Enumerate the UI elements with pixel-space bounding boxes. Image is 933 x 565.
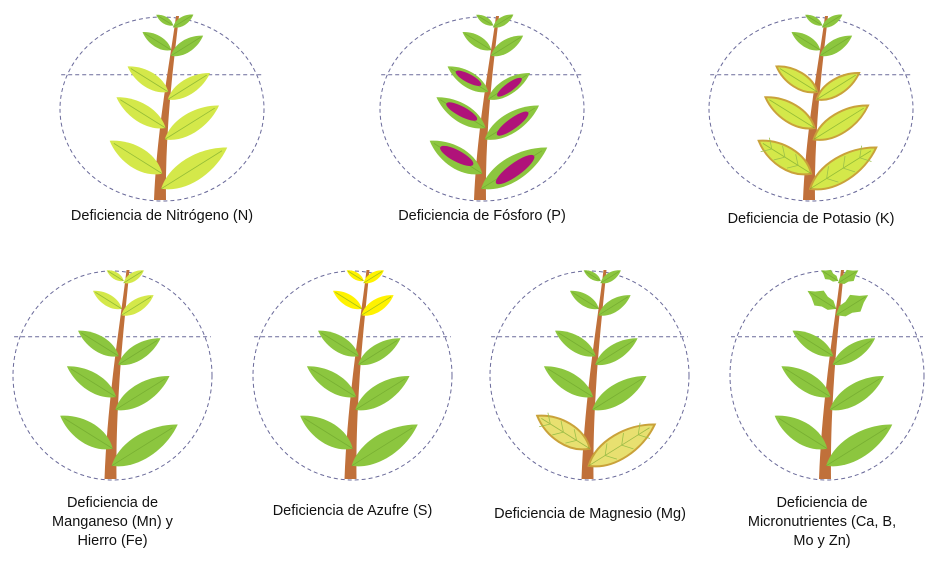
plant-illustration <box>57 14 267 204</box>
caption-nitrogen: Deficiencia de Nitrógeno (N) <box>27 207 297 226</box>
leaf <box>818 266 841 286</box>
plant-illustration <box>250 268 455 483</box>
plant-illustration <box>706 14 916 204</box>
caption-line: Mo y Zn) <box>712 532 932 551</box>
plant-group <box>709 11 913 201</box>
panel-sulfur <box>250 268 455 483</box>
panel-micronutrients <box>727 268 927 483</box>
panel-phosphorus <box>377 14 587 204</box>
caption-line: Micronutrientes (Ca, B, <box>712 513 932 532</box>
caption-magnesium: Deficiencia de Magnesio (Mg) <box>470 505 710 524</box>
plant-group <box>253 267 452 480</box>
leaf <box>154 12 175 29</box>
plant-illustration <box>487 268 692 483</box>
caption-potassium: Deficiencia de Potasio (K) <box>671 210 933 229</box>
panel-potassium <box>706 14 916 204</box>
caption-line: Deficiencia de Nitrógeno (N) <box>27 207 297 226</box>
plant-group <box>490 267 689 480</box>
leaf <box>459 27 494 55</box>
caption-line: Deficiencia de Azufre (S) <box>235 502 470 521</box>
caption-line: Hierro (Fe) <box>0 532 225 551</box>
plant-group <box>60 11 264 201</box>
caption-line: Deficiencia de <box>0 494 225 513</box>
panel-manganese-iron <box>10 268 215 483</box>
leaf <box>330 286 365 314</box>
caption-line: Deficiencia de Magnesio (Mg) <box>470 505 710 524</box>
leaf <box>90 286 125 314</box>
leaf <box>105 267 126 284</box>
caption-micronutrients: Deficiencia de Micronutrientes (Ca, B, M… <box>712 494 932 551</box>
caption-line: Deficiencia de <box>712 494 932 513</box>
plant-illustration <box>727 268 927 483</box>
plant-illustration <box>377 14 587 204</box>
caption-line: Manganeso (Mn) y <box>0 513 225 532</box>
leaf <box>803 283 841 316</box>
leaf <box>567 286 602 314</box>
leaf <box>345 267 366 284</box>
plant-group <box>380 11 584 201</box>
leaf <box>582 267 603 284</box>
leaf <box>803 12 824 29</box>
leaf <box>139 27 174 55</box>
plant-illustration <box>10 268 215 483</box>
leaf <box>761 89 820 135</box>
caption-line: Deficiencia de Fósforo (P) <box>347 207 617 226</box>
caption-line: Deficiencia de Potasio (K) <box>671 210 933 229</box>
leaf <box>474 12 495 29</box>
leaf <box>772 60 821 99</box>
panel-nitrogen <box>57 14 267 204</box>
panel-magnesium <box>487 268 692 483</box>
caption-sulfur: Deficiencia de Azufre (S) <box>235 502 470 521</box>
caption-phosphorus: Deficiencia de Fósforo (P) <box>347 207 617 226</box>
plant-group <box>13 267 212 480</box>
caption-manganese-iron: Deficiencia de Manganeso (Mn) y Hierro (… <box>0 494 225 551</box>
leaf <box>788 27 823 55</box>
plant-group <box>730 265 924 480</box>
